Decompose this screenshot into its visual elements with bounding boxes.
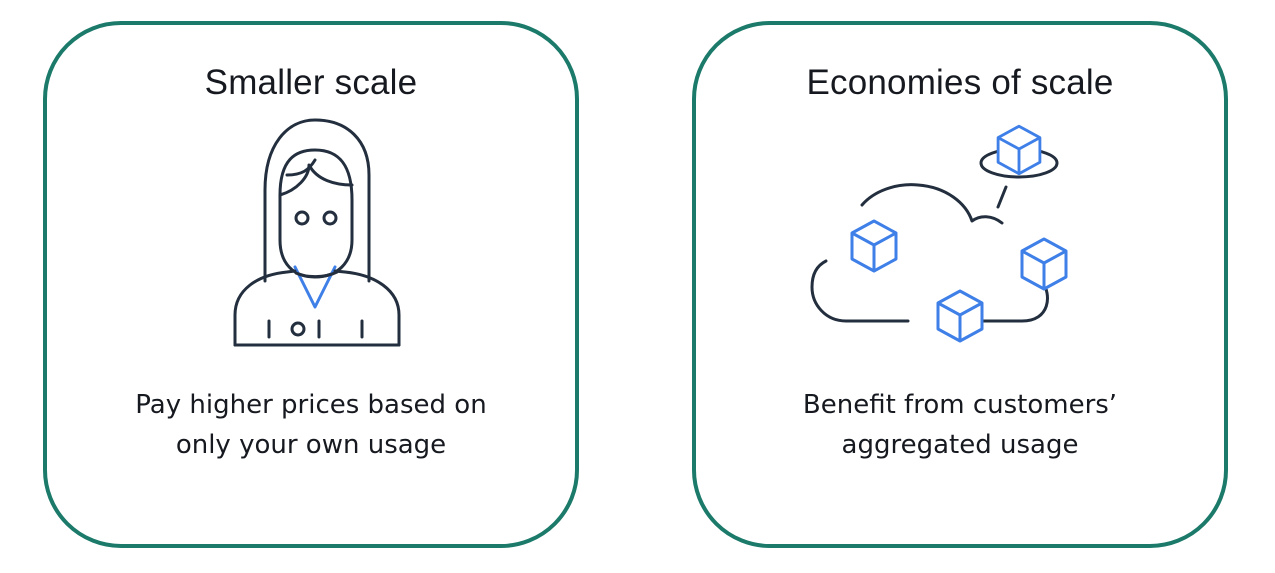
economies-of-scale-card: Economies of scale [692,21,1228,548]
caption-line: aggregated usage [841,430,1079,460]
caption-line: only your own usage [175,430,447,460]
caption-line: Benefit from customers’ [802,390,1118,420]
cloud-with-cubes-icon [810,124,1068,343]
cube-icon [936,289,984,343]
cube-icon [1020,237,1068,291]
cube-icon [850,219,898,273]
caption-line: Pay higher prices based on [135,390,487,420]
card-caption: Pay higher prices based on only your own… [67,385,555,465]
cube-icon [996,124,1042,176]
smaller-scale-card: Smaller scale [43,21,579,548]
person-icon [233,118,401,347]
card-caption: Benefit from customers’ aggregated usage [716,385,1204,465]
card-title: Economies of scale [806,63,1114,102]
card-title: Smaller scale [204,63,418,102]
